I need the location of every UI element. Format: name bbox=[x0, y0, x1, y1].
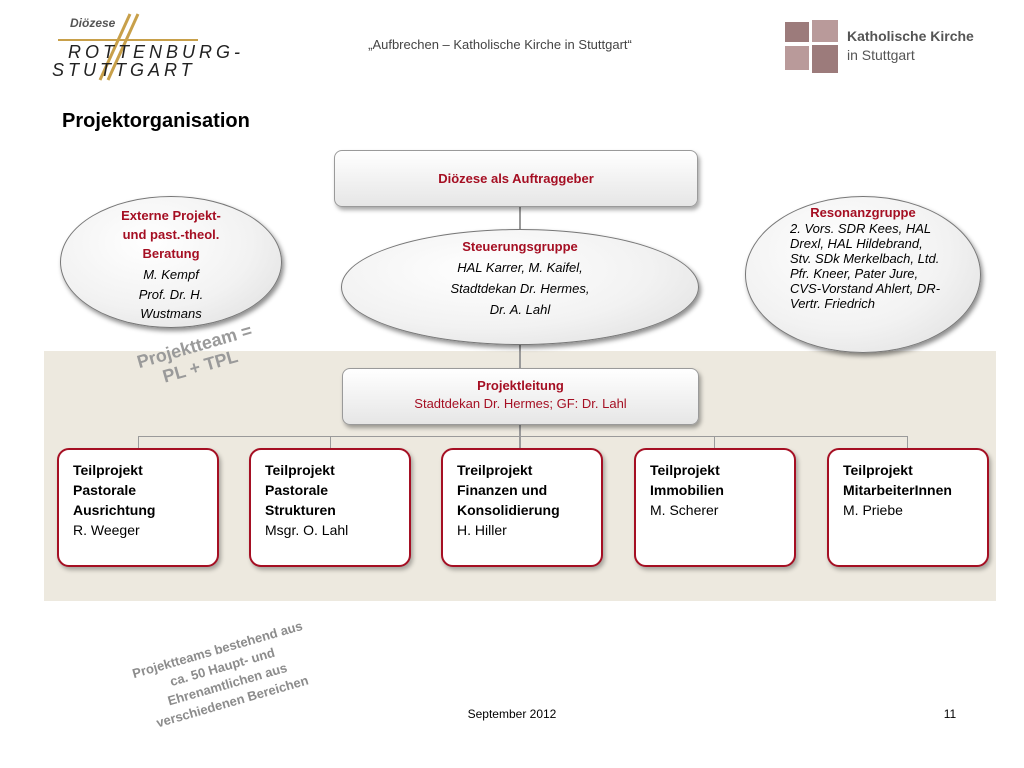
teilprojekt-name: Teilprojekt MitarbeiterInnen bbox=[843, 462, 952, 498]
auftraggeber-box: Diözese als Auftraggeber bbox=[334, 150, 698, 207]
footer-date: September 2012 bbox=[467, 707, 557, 721]
projektleitung-title: Projektleitung bbox=[477, 378, 564, 393]
connector-line bbox=[519, 344, 521, 370]
logo-right-line1: Katholische Kirche bbox=[847, 28, 974, 44]
logo-diozese-text: Diözese bbox=[70, 16, 116, 30]
teilprojekt-person: Msgr. O. Lahl bbox=[265, 522, 349, 538]
externe-beratung-title: Externe Projekt- und past.-theol. Beratu… bbox=[121, 208, 221, 261]
cross-icon bbox=[58, 13, 198, 81]
teilprojekt-person: M. Priebe bbox=[843, 502, 903, 518]
connector-line bbox=[138, 436, 908, 437]
steuerungsgruppe-line-1: HAL Karrer, M. Kaifel, bbox=[457, 260, 583, 275]
logo-rottenburg-text: ROTTENBURG- bbox=[68, 42, 244, 62]
connector-line bbox=[138, 436, 139, 448]
auftraggeber-label: Diözese als Auftraggeber bbox=[438, 171, 594, 186]
logo-right-line2: in Stuttgart bbox=[847, 47, 915, 63]
steuerungsgruppe-title: Steuerungsgruppe bbox=[462, 239, 578, 254]
steuerungsgruppe-ellipse: Steuerungsgruppe HAL Karrer, M. Kaifel, … bbox=[341, 229, 699, 345]
externe-beratung-person-2: Prof. Dr. H. Wustmans bbox=[138, 287, 204, 321]
projektteams-note: Projektteams bestehend aus ca. 50 Haupt-… bbox=[130, 618, 311, 731]
connector-line bbox=[519, 206, 521, 236]
teilprojekt-name: Teilprojekt Immobilien bbox=[650, 462, 724, 498]
teilprojekt-name: Teilprojekt Pastorale Ausrichtung bbox=[73, 462, 156, 518]
teilprojekt-box: Teilprojekt MitarbeiterInnen M. Priebe bbox=[827, 448, 989, 567]
header-title: „Aufbrechen – Katholische Kirche in Stut… bbox=[368, 37, 632, 52]
connector-line bbox=[330, 436, 331, 448]
resonanzgruppe-title: Resonanzgruppe bbox=[810, 205, 916, 220]
teilprojekt-name: Treilprojekt Finanzen und Konsolidierung bbox=[457, 462, 560, 518]
teilprojekt-box: Teilprojekt Immobilien M. Scherer bbox=[634, 448, 796, 567]
externe-beratung-person-1: M. Kempf bbox=[143, 267, 199, 282]
diocese-logo: Diözese ROTTENBURG- STUTTGART bbox=[48, 10, 240, 82]
teilprojekt-person: H. Hiller bbox=[457, 522, 507, 538]
cross-logo-icon bbox=[785, 20, 838, 73]
externe-beratung-ellipse: Externe Projekt- und past.-theol. Beratu… bbox=[60, 196, 282, 328]
katholische-kirche-logo: Katholische Kirche in Stuttgart bbox=[785, 20, 995, 80]
steuerungsgruppe-line-2: Stadtdekan Dr. Hermes, bbox=[450, 281, 590, 296]
page-title: Projektorganisation bbox=[62, 110, 250, 132]
page-number: 11 bbox=[943, 707, 957, 721]
teilprojekt-box: Treilprojekt Finanzen und Konsolidierung… bbox=[441, 448, 603, 567]
connector-line bbox=[907, 436, 908, 448]
teilprojekt-box: Teilprojekt Pastorale Strukturen Msgr. O… bbox=[249, 448, 411, 567]
resonanzgruppe-members: 2. Vors. SDR Kees, HAL Drexl, HAL Hildeb… bbox=[790, 221, 941, 311]
connector-line bbox=[714, 436, 715, 448]
projektleitung-body: Stadtdekan Dr. Hermes; GF: Dr. Lahl bbox=[414, 396, 627, 411]
logo-stuttgart-text: STUTTGART bbox=[52, 60, 196, 80]
resonanzgruppe-ellipse: Resonanzgruppe 2. Vors. SDR Kees, HAL Dr… bbox=[745, 196, 981, 353]
steuerungsgruppe-line-3: Dr. A. Lahl bbox=[489, 302, 551, 317]
teilprojekt-person: R. Weeger bbox=[73, 522, 140, 538]
teilprojekt-person: M. Scherer bbox=[650, 502, 719, 518]
teilprojekt-box: Teilprojekt Pastorale Ausrichtung R. Wee… bbox=[57, 448, 219, 567]
teilprojekt-name: Teilprojekt Pastorale Strukturen bbox=[265, 462, 336, 518]
projektleitung-box: Projektleitung Stadtdekan Dr. Hermes; GF… bbox=[342, 368, 699, 425]
